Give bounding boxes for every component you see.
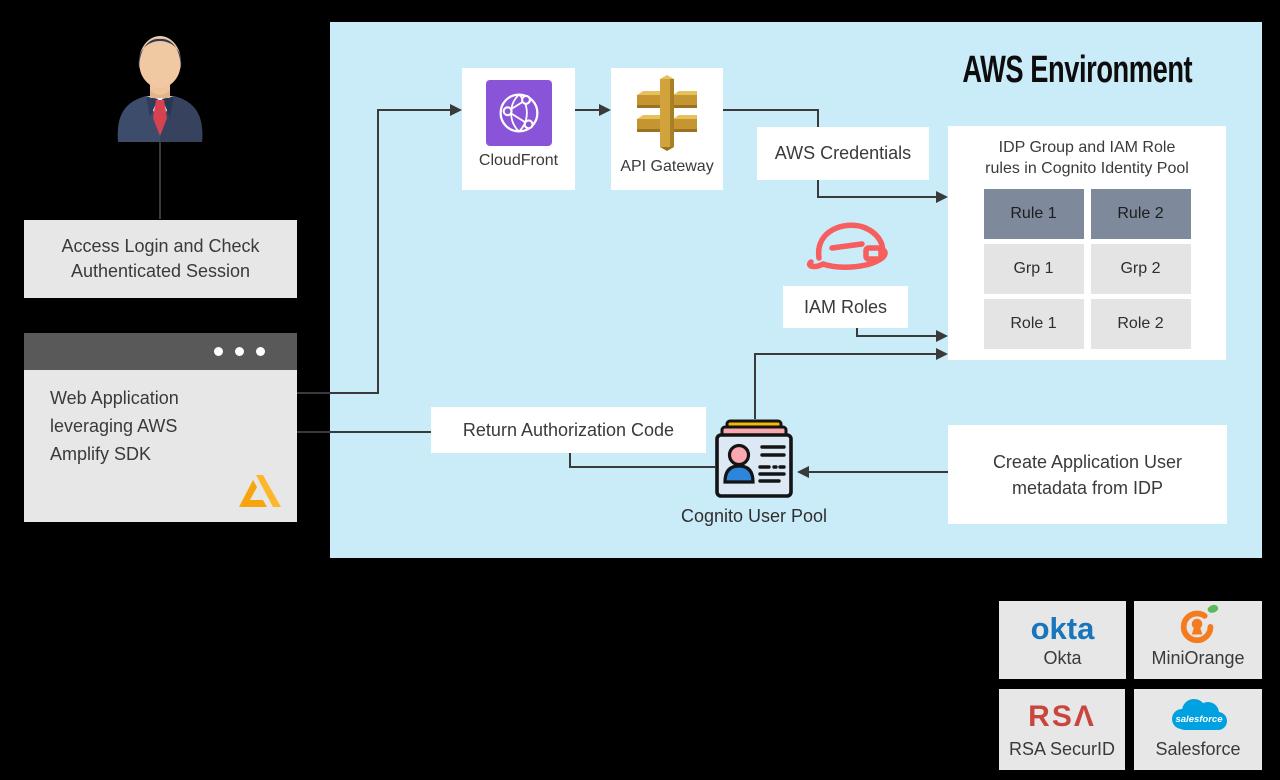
- group-cell: Grp 1: [983, 244, 1084, 294]
- idp-okta-card: okta Okta: [999, 601, 1126, 679]
- hardhat-icon: [807, 222, 888, 270]
- cloudfront-label: CloudFront: [478, 152, 559, 169]
- idp-rules-grid: Rule 1 Rule 2 Grp 1 Grp 2 Role 1 Role 2: [983, 189, 1191, 349]
- access-login-box: Access Login and Check Authenticated Ses…: [24, 220, 297, 298]
- connector-apigw-right: [723, 109, 819, 111]
- miniorange-label: MiniOrange: [1151, 648, 1245, 668]
- webapp-text-line2: leveraging AWS: [50, 416, 178, 436]
- create-metadata-line2: metadata from IDP: [1011, 477, 1164, 498]
- connector-webapp-horizontal: [297, 392, 377, 394]
- arrowhead-cognito: [797, 466, 809, 478]
- business-user-icon: [117, 36, 203, 142]
- arrowhead-idp-mid: [936, 330, 948, 342]
- iam-roles-label: IAM Roles: [803, 296, 888, 317]
- cloudfront-node: CloudFront: [462, 68, 575, 190]
- connector-user-access: [159, 142, 161, 219]
- browser-dot-icon: [235, 347, 244, 356]
- arrowhead-idp-bottom: [936, 348, 948, 360]
- environment-title: AWS Environment: [962, 48, 1192, 91]
- aws-credentials-box: AWS Credentials: [757, 127, 929, 180]
- connector-credentials-idp: [817, 196, 938, 198]
- api-gateway-node: API Gateway: [611, 68, 723, 190]
- browser-dot-icon: [256, 347, 265, 356]
- salesforce-label: Salesforce: [1155, 739, 1241, 759]
- access-login-text-line2: Authenticated Session: [70, 261, 251, 281]
- connector-create-cognito: [809, 471, 948, 473]
- webapp-text-line3: Amplify SDK: [50, 444, 152, 464]
- miniorange-keyhole-icon: [1180, 604, 1219, 644]
- role-cell: Role 2: [1090, 299, 1191, 349]
- connector-iam-idp: [856, 335, 938, 337]
- api-gateway-label: API Gateway: [620, 158, 714, 175]
- connector-webapp-returnauth: [297, 431, 431, 433]
- api-gateway-icon: [637, 75, 697, 151]
- idp-rules-title: IDP Group and IAM Role rules in Cognito …: [948, 126, 1226, 179]
- connector-cognito-idp: [754, 353, 938, 355]
- connector-cloudfront-apigw: [575, 109, 600, 111]
- iam-roles-box: IAM Roles: [783, 286, 908, 328]
- cloudfront-globe-icon: [485, 80, 552, 146]
- okta-label: Okta: [1043, 648, 1082, 668]
- idp-salesforce-card: salesforce Salesforce: [1134, 689, 1262, 770]
- browser-dot-icon: [214, 347, 223, 356]
- svg-text:salesforce: salesforce: [1175, 714, 1223, 725]
- okta-logo: okta: [1030, 611, 1095, 646]
- create-metadata-line1: Create Application User: [992, 451, 1183, 472]
- arrowhead-cloudfront: [450, 104, 462, 116]
- idp-rsa-card: RSΛ RSA SecurID: [999, 689, 1125, 770]
- web-application-box: Web Application leveraging AWS Amplify S…: [24, 333, 297, 522]
- connector-webapp-up: [377, 109, 379, 394]
- connector-returnauth-cognito: [569, 466, 715, 468]
- connector-returnauth-down: [569, 453, 571, 468]
- idp-title-line2: rules in Cognito Identity Pool: [985, 160, 1189, 177]
- return-authorization-box: Return Authorization Code: [431, 407, 706, 453]
- connector-to-cloudfront: [377, 109, 451, 111]
- rule-cell: Rule 1: [983, 189, 1084, 239]
- return-authorization-label: Return Authorization Code: [462, 419, 675, 440]
- salesforce-cloud-icon: salesforce: [1172, 699, 1227, 730]
- web-application-text: Web Application leveraging AWS Amplify S…: [50, 384, 179, 468]
- rsa-securid-label: RSA SecurID: [1008, 739, 1116, 759]
- connector-iam-down: [856, 328, 858, 337]
- arrowhead-idp-top: [936, 191, 948, 203]
- idp-title-line1: IDP Group and IAM Role: [998, 139, 1176, 156]
- idp-rules-box: IDP Group and IAM Role rules in Cognito …: [948, 126, 1226, 360]
- create-metadata-box: Create Application User metadata from ID…: [948, 425, 1227, 524]
- group-cell: Grp 2: [1090, 244, 1191, 294]
- id-badge-icon: [715, 419, 793, 498]
- webapp-text-line1: Web Application: [50, 388, 179, 408]
- aws-credentials-label: AWS Credentials: [774, 143, 912, 163]
- role-cell: Role 1: [983, 299, 1084, 349]
- rsa-logo: RSΛ: [1028, 700, 1096, 733]
- browser-titlebar: [24, 333, 297, 370]
- idp-miniorange-card: MiniOrange: [1134, 601, 1262, 679]
- aws-environment-region: AWS Environment CloudFront: [297, 22, 1262, 558]
- amplify-logo-icon: [239, 475, 281, 507]
- rule-cell: Rule 2: [1090, 189, 1191, 239]
- arrowhead-apigw: [599, 104, 611, 116]
- access-login-text-line1: Access Login and Check: [61, 236, 260, 256]
- connector-cognito-up: [754, 354, 756, 419]
- cognito-user-pool-label: Cognito User Pool: [680, 506, 828, 526]
